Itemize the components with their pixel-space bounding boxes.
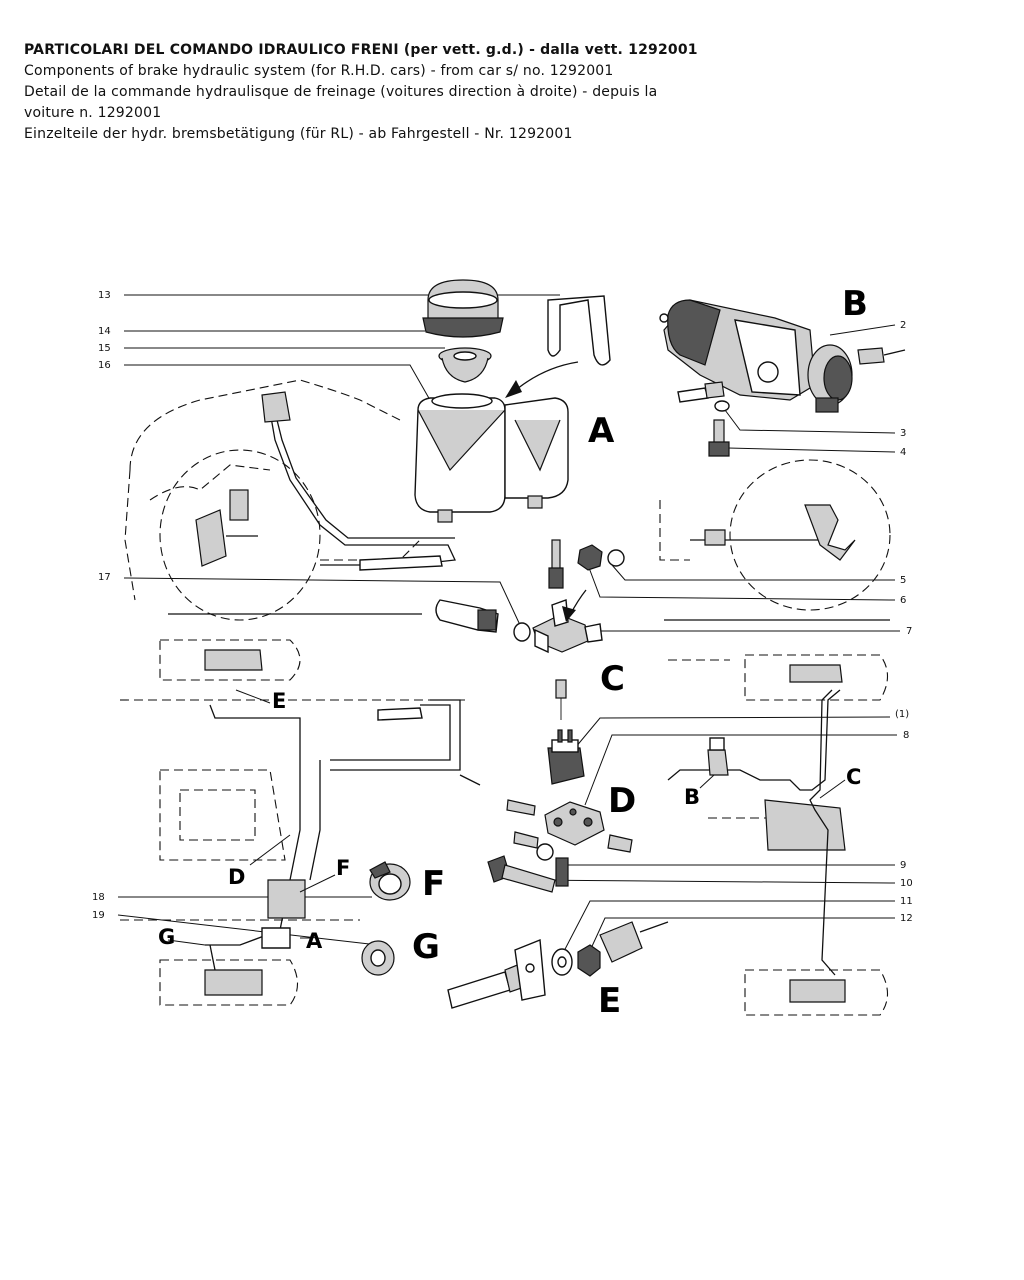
union-bolt-d [555, 679, 567, 720]
three-way-union [544, 801, 605, 846]
svg-text:12: 12 [900, 913, 913, 924]
group-label-B: B [842, 284, 868, 324]
front-brake-caliper [195, 489, 258, 567]
title-french-line2: voiture n. 1292001 [24, 105, 162, 121]
title-italian: PARTICOLARI DEL COMANDO IDRAULICO FRENI … [24, 42, 698, 58]
callout-8: 8 [584, 730, 909, 806]
callout-12: 12 [587, 913, 913, 956]
pipe-clip-18 [369, 861, 411, 901]
union-bolts-d [506, 799, 633, 853]
left-chassis [120, 613, 470, 1006]
reservoir-seal [438, 347, 492, 383]
svg-text:4: 4 [900, 447, 906, 458]
left-pipe-run [205, 699, 481, 971]
title-english: Components of brake hydraulic system (fo… [24, 63, 614, 79]
right-callout-arrows [699, 774, 846, 799]
callout-10: 10 [519, 878, 913, 889]
callout-3: 3 [724, 409, 906, 439]
right-front-wheel [659, 459, 891, 621]
pressure-switch-8 [547, 729, 585, 785]
reservoir-arrow-head [505, 380, 522, 398]
callout-5: 5 [611, 564, 906, 586]
callout-6: 6 [587, 564, 906, 606]
bracket-e [514, 939, 546, 1001]
svg-text:2: 2 [900, 320, 906, 331]
master-cylinder [659, 299, 853, 413]
svg-text:6: 6 [900, 595, 906, 606]
t-union-7 [532, 599, 603, 654]
group-label-D: D [608, 781, 636, 821]
svg-text:3: 3 [900, 428, 906, 439]
c-arrow-head [562, 606, 576, 622]
bolt-10 [487, 855, 556, 893]
callout-14: 14 [98, 326, 425, 337]
svg-text:5: 5 [900, 575, 906, 586]
small-label-B: B [684, 785, 700, 809]
washer-11 [551, 948, 573, 976]
right-pipe-run [667, 689, 841, 976]
front-lines [261, 391, 456, 571]
small-label-C: C [846, 765, 861, 789]
svg-text:16: 16 [98, 360, 111, 371]
svg-text:18: 18 [92, 892, 105, 903]
svg-text:15: 15 [98, 343, 111, 354]
svg-text:10: 10 [900, 878, 913, 889]
group-label-F: F [422, 864, 445, 904]
small-label-A: A [306, 929, 323, 953]
svg-text:7: 7 [906, 626, 912, 637]
callout-16: 16 [98, 360, 431, 401]
callout-15: 15 [98, 343, 445, 354]
small-label-G: G [158, 925, 175, 949]
front-body-outline [124, 379, 421, 621]
left-callout-arrows [167, 689, 336, 946]
callout-18: 18 [92, 892, 372, 903]
diagram-header: PARTICOLARI DEL COMANDO IDRAULICO FRENI … [24, 40, 1004, 145]
small-label-D: D [228, 865, 245, 889]
reservoir-cap [422, 279, 504, 338]
callout-17: 17 [98, 572, 521, 626]
group-label-A: A [588, 411, 615, 451]
callout-7: 7 [585, 626, 912, 637]
svg-text:(1): (1) [895, 709, 909, 720]
hose-fitting-right-b [857, 347, 906, 365]
callout-11: 11 [561, 896, 913, 956]
group-label-G: G [412, 927, 440, 967]
group-label-C: C [600, 659, 625, 699]
twin-reservoir [414, 393, 569, 523]
nut-6 [577, 544, 603, 571]
copper-washer-9 [536, 843, 554, 861]
svg-text:11: 11 [900, 896, 913, 907]
callout-4: 4 [727, 447, 906, 458]
flare-nut-e [599, 921, 669, 963]
grommet-19 [361, 940, 395, 976]
svg-text:17: 17 [98, 572, 111, 583]
callout-9: 9 [560, 860, 906, 871]
svg-text:19: 19 [92, 910, 105, 921]
bolt-4 [708, 419, 730, 457]
union-bolt-c [548, 539, 564, 589]
svg-text:14: 14 [98, 326, 111, 337]
title-german: Einzelteile der hydr. bremsbetätigung (f… [24, 126, 573, 142]
washer-5 [607, 549, 625, 567]
small-label-E: E [272, 689, 286, 713]
svg-text:9: 9 [900, 860, 906, 871]
callout-19: 19 [92, 910, 379, 946]
callout-2: 2 [829, 320, 906, 336]
group-label-E: E [598, 981, 621, 1021]
spring-washer-3 [714, 400, 730, 412]
hose-fitting-left-b [677, 381, 725, 403]
title-french-line1: Detail de la commande hydraulisque de fr… [24, 84, 658, 100]
right-rear-chassis [668, 654, 889, 1016]
brake-light-switch-17 [435, 599, 531, 642]
nut-12 [577, 944, 601, 977]
svg-text:8: 8 [903, 730, 909, 741]
small-label-F: F [336, 856, 350, 880]
union-bolt-9 [555, 857, 569, 887]
reservoir-bracket [547, 295, 611, 366]
svg-text:13: 13 [98, 290, 111, 301]
